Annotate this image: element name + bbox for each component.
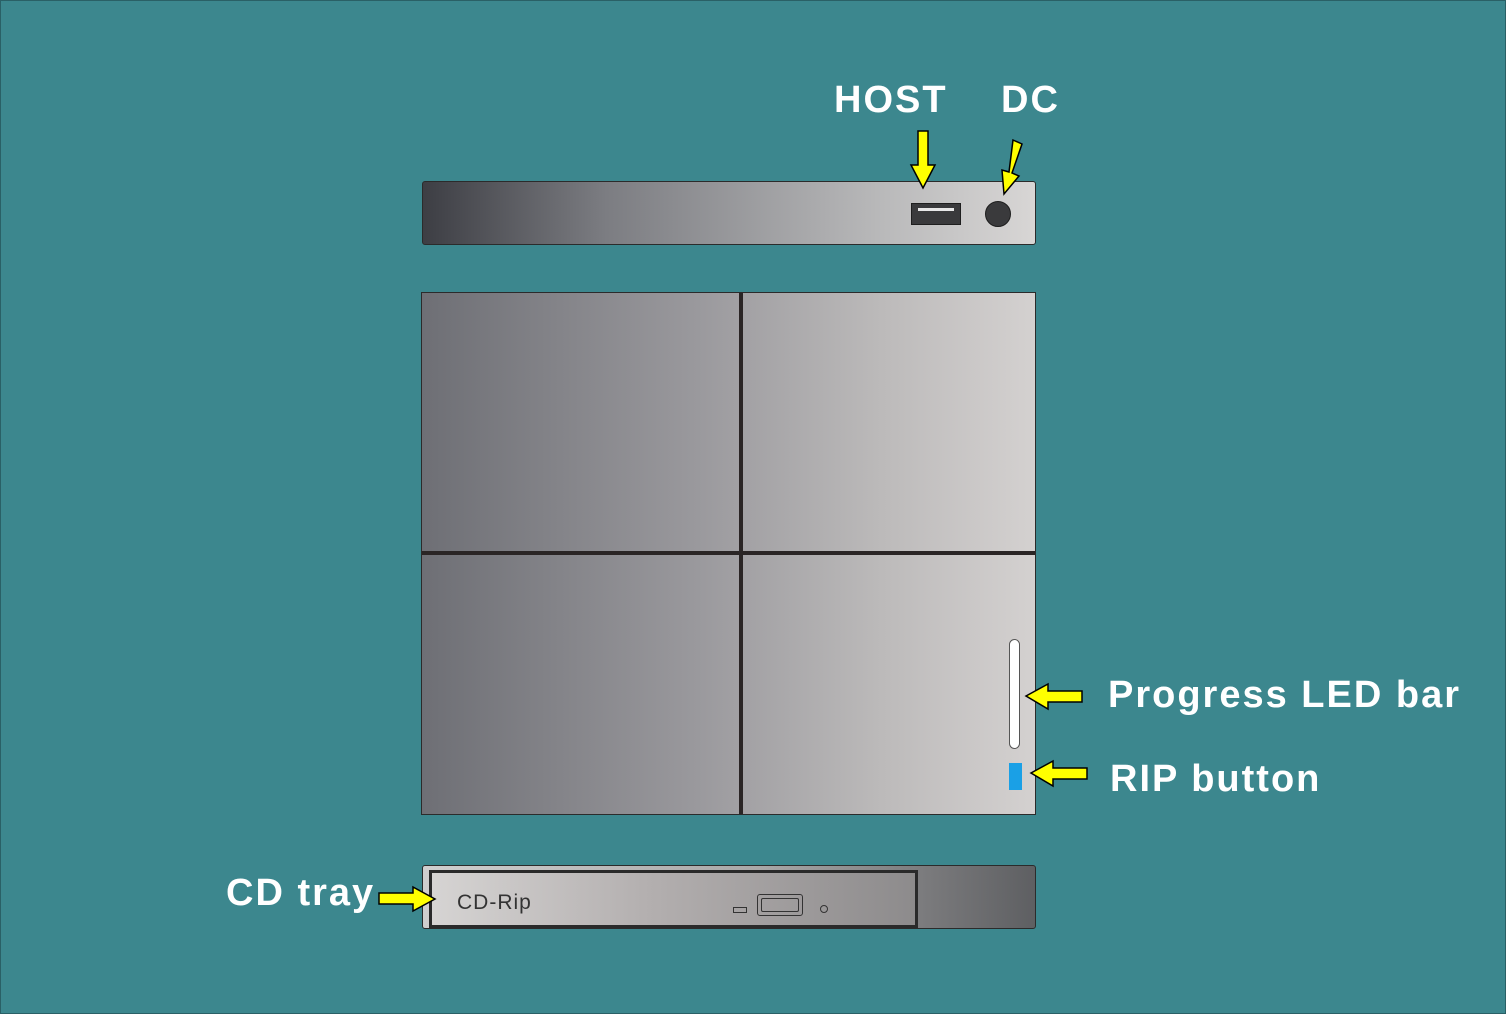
cd-tray-body: CD-Rip xyxy=(422,865,1036,929)
usb-port-tongue xyxy=(918,208,954,211)
dc-label: DC xyxy=(1001,79,1060,121)
usb-host-port xyxy=(911,203,961,225)
device-lid xyxy=(421,292,1036,815)
tray-status-led xyxy=(733,907,747,913)
rip-button xyxy=(1009,763,1022,790)
tray-emergency-eject-hole xyxy=(820,905,828,913)
lid-divider-horizontal xyxy=(422,551,1035,555)
host-arrow-icon xyxy=(909,130,937,190)
progress-led-bar xyxy=(1009,639,1020,749)
cd-tray-label: CD tray xyxy=(226,872,376,914)
cd-tray-brand-text: CD-Rip xyxy=(457,891,532,914)
cd-tray-face: CD-Rip xyxy=(429,870,918,928)
progress-led-label: Progress LED bar xyxy=(1108,674,1461,716)
host-label: HOST xyxy=(834,79,948,121)
rip-button-label: RIP button xyxy=(1110,758,1322,800)
tray-eject-button-inner xyxy=(761,898,799,912)
device-rear-panel xyxy=(422,181,1036,245)
tray-eject-button xyxy=(757,894,803,916)
dc-power-jack xyxy=(985,201,1011,227)
rip-button-arrow-icon xyxy=(1029,759,1088,788)
